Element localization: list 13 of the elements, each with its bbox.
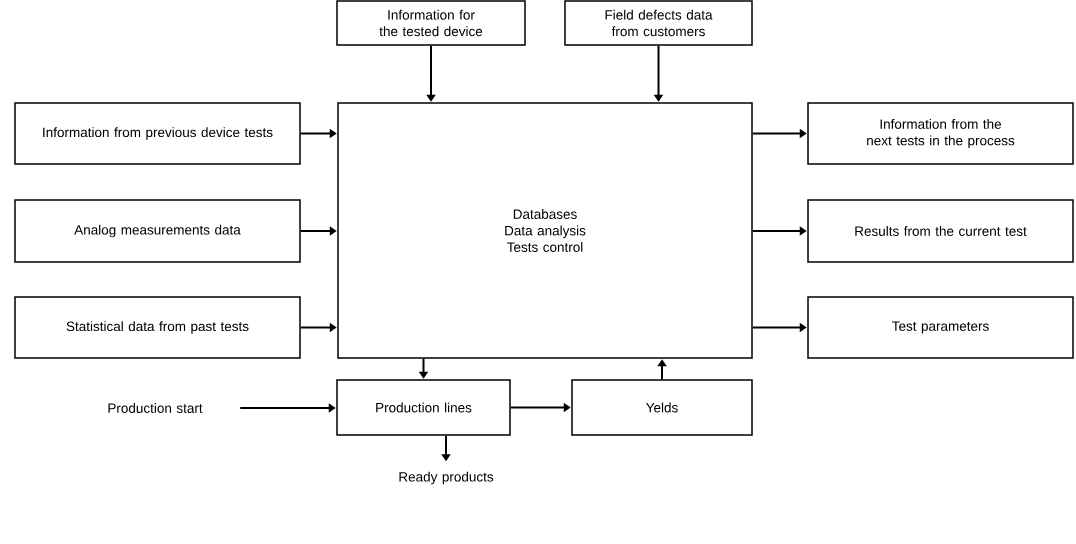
process-box: Databases Data analysis Tests control — [337, 102, 753, 359]
process-box: Information from previous device tests — [14, 102, 301, 165]
process-box: Production lines — [336, 379, 511, 436]
process-box: Analog measurements data — [14, 199, 301, 263]
process-box: Statistical data from past tests — [14, 296, 301, 359]
process-box: Field defects data from customers — [564, 0, 753, 46]
process-box: Information for the tested device — [336, 0, 526, 46]
process-box: Test parameters — [807, 296, 1074, 359]
plain-text: Ready products — [399, 471, 494, 485]
plain-text: Production start — [108, 403, 203, 413]
process-box: Yelds — [571, 379, 753, 436]
process-box: Results from the current test — [807, 199, 1074, 263]
process-box: Information from the next tests in the process — [807, 102, 1074, 165]
